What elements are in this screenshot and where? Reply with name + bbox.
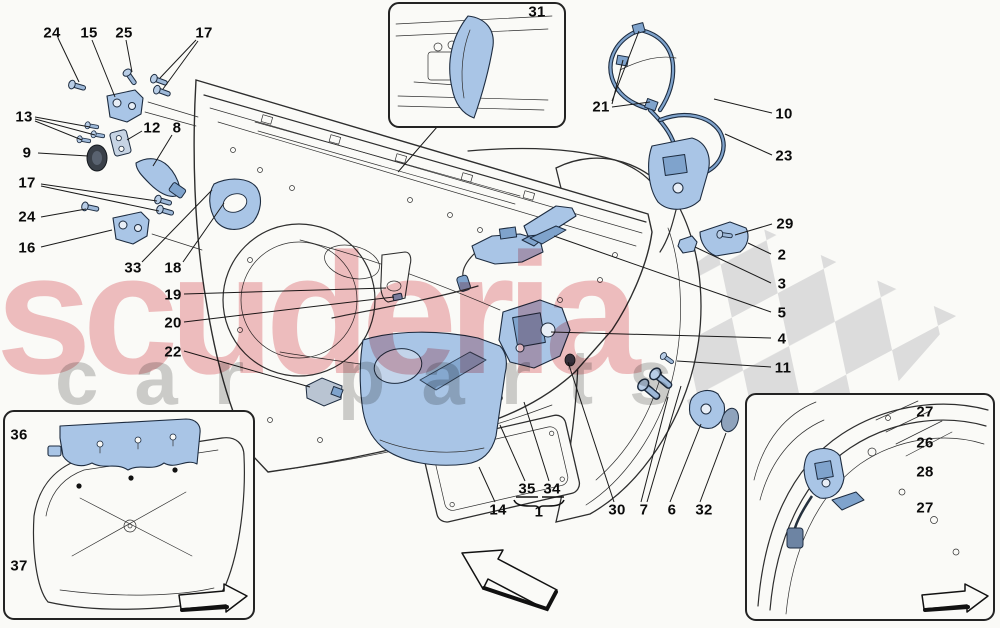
callout-2: 2 — [777, 246, 787, 264]
exterior-handle-mechanism — [331, 226, 547, 319]
lower-hinge — [112, 211, 203, 251]
callout-31: 31 — [528, 3, 546, 21]
door-check-strap — [135, 158, 187, 199]
callout-28: 28 — [916, 463, 934, 481]
callout-7: 7 — [639, 501, 649, 519]
callout-18: 18 — [164, 259, 182, 277]
check-strap-grommet — [86, 144, 108, 172]
window-cable-loop — [608, 22, 677, 147]
inset-door-inside-view — [3, 410, 255, 620]
door-hinge-body — [688, 389, 726, 429]
callout-4: 4 — [777, 330, 787, 348]
callout-6: 6 — [667, 501, 677, 519]
hinge-shim — [721, 407, 739, 433]
door-latch-assembly — [498, 299, 576, 369]
callout-15: 15 — [80, 24, 98, 42]
callout-33: 33 — [124, 259, 142, 277]
callout-35: 35 — [518, 480, 536, 498]
handle-gasket-bracket — [699, 221, 749, 257]
callout-19: 19 — [164, 286, 182, 304]
latch-support-bracket — [523, 205, 577, 245]
callout-32: 32 — [695, 501, 713, 519]
callout-17-2: 17 — [18, 174, 36, 192]
callout-27: 27 — [916, 403, 934, 421]
callout-29: 29 — [776, 215, 794, 233]
group-brace — [513, 496, 565, 511]
callout-25: 25 — [115, 24, 133, 42]
handle-carrier-bracket — [380, 251, 412, 303]
callout-36: 36 — [10, 426, 28, 444]
window-motor — [305, 377, 344, 407]
callout-16: 16 — [18, 239, 36, 257]
callout-3: 3 — [777, 275, 787, 293]
hinge-shim-plate — [109, 129, 132, 157]
callout-27-2: 27 — [916, 499, 934, 517]
latch-with-cables — [648, 112, 726, 253]
callout-13: 13 — [15, 108, 33, 126]
callout-17: 17 — [195, 24, 213, 42]
sound-deadening-sheet — [47, 418, 201, 471]
latch-washer — [564, 353, 576, 367]
inset-window-rail — [388, 2, 566, 128]
inner-latch-with-harness — [786, 447, 865, 549]
main-direction-arrow — [461, 549, 558, 612]
inset-right-direction-arrow — [921, 583, 989, 613]
callout-10: 10 — [775, 105, 793, 123]
callout-23: 23 — [775, 147, 793, 165]
callout-5: 5 — [777, 304, 787, 322]
upper-hinge — [106, 89, 199, 127]
callout-22: 22 — [164, 343, 182, 361]
callout-8: 8 — [172, 119, 182, 137]
callout-30: 30 — [608, 501, 626, 519]
callout-11: 11 — [774, 359, 792, 377]
window-deflector-panel — [359, 331, 507, 466]
callout-12: 12 — [143, 119, 161, 137]
callout-9: 9 — [22, 144, 32, 162]
inset-left-direction-arrow — [178, 583, 248, 613]
checkered-flag — [640, 224, 956, 432]
handle-clip — [677, 235, 698, 254]
release-cable-run — [467, 147, 659, 193]
callout-14: 14 — [489, 501, 507, 519]
callout-26: 26 — [916, 434, 934, 452]
callout-24: 24 — [43, 24, 61, 42]
callout-20: 20 — [164, 314, 182, 332]
rail-deflector-part — [449, 15, 494, 119]
inset-door-sill-view — [745, 393, 995, 621]
callout-1: 1 — [534, 503, 544, 521]
callout-37: 37 — [10, 557, 28, 575]
callout-34: 34 — [543, 480, 561, 498]
callout-24-2: 24 — [18, 208, 36, 226]
hinge-access-gasket — [209, 178, 262, 230]
callout-21: 21 — [592, 98, 610, 116]
